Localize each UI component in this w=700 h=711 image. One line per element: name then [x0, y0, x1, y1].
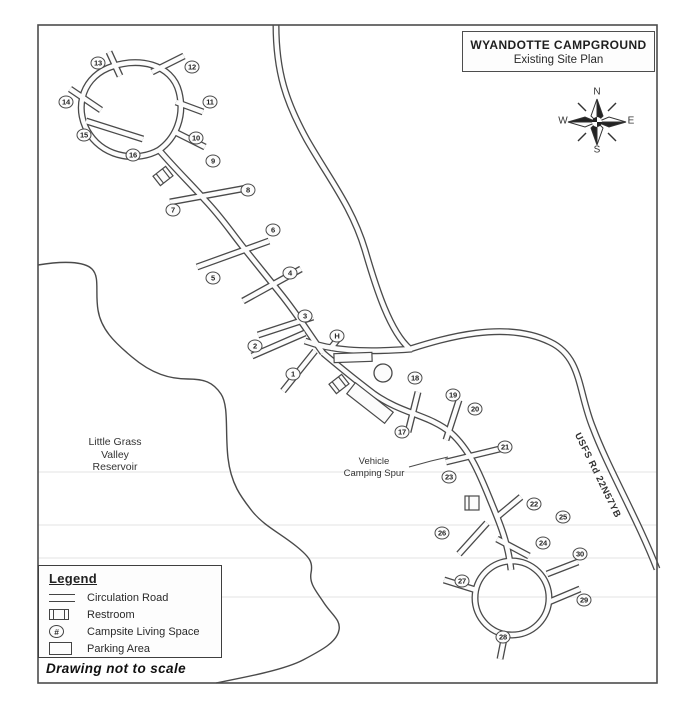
turnaround-oval: [373, 363, 393, 383]
restroom-symbol: [152, 165, 174, 187]
vehicle-camping-spur-label: Vehicle Camping Spur: [343, 456, 405, 479]
map-frame: [37, 24, 658, 684]
restroom-symbol: [328, 373, 350, 395]
legend-heading: Legend: [49, 571, 98, 586]
reservoir-shoreline: [37, 261, 340, 684]
map-subtitle: Existing Site Plan: [513, 53, 604, 66]
legend-item-campsite: # Campsite Living Space: [49, 623, 221, 640]
reservoir-label: Little Grass Valley Reservoir: [88, 436, 142, 473]
parking-area-symbol: [345, 381, 395, 425]
leader-line: [408, 456, 449, 468]
compass-north-label: N: [593, 86, 601, 98]
circulation-road-icon: [49, 593, 75, 602]
parking-area-icon: [49, 642, 72, 655]
campsite-icon: #: [49, 625, 64, 638]
compass-rose: [567, 98, 627, 146]
legend-item-circulation-road: Circulation Road: [49, 589, 221, 606]
parking-area-symbol: [333, 351, 373, 364]
restroom-symbol: [464, 495, 480, 511]
restroom-icon: [49, 609, 69, 620]
compass-south-label: S: [593, 144, 601, 156]
map-title: WYANDOTTE CAMPGROUND: [470, 37, 647, 52]
compass-west-label: W: [558, 115, 568, 127]
legend: Legend Circulation Road Restroom # Camps…: [38, 565, 222, 658]
circulation-roads: [70, 25, 657, 659]
legend-item-restroom: Restroom: [49, 606, 221, 623]
compass-east-label: E: [627, 115, 635, 127]
legend-item-parking: Parking Area: [49, 640, 221, 657]
not-to-scale-note: Drawing not to scale: [46, 661, 187, 676]
title-block: WYANDOTTE CAMPGROUND Existing Site Plan: [462, 31, 655, 72]
